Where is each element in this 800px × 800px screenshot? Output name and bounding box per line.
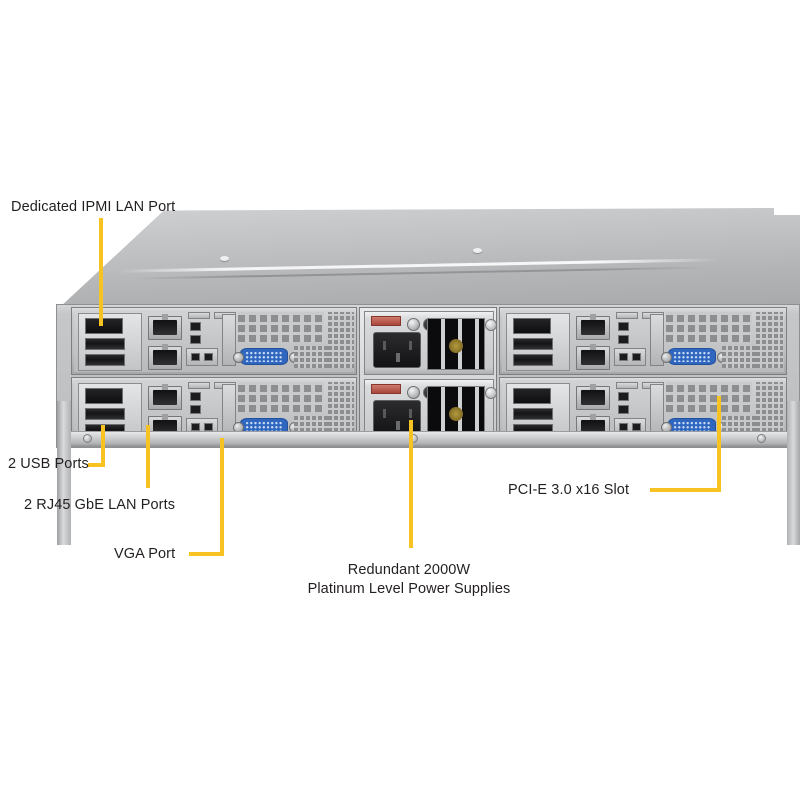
indicator: [204, 423, 213, 431]
exhaust-vent: [666, 382, 752, 412]
psu-handle: [371, 384, 401, 394]
rj45-lan-port-1: [576, 384, 610, 410]
pcie-expansion-slot: [756, 382, 783, 438]
rj45-lan-port-2: [148, 344, 182, 370]
rj45-lan-port-1: [148, 314, 182, 340]
rj45-lan-port-2: [576, 414, 610, 440]
iec-c14-power-inlet-2: [373, 400, 421, 436]
status-button: [190, 335, 201, 344]
bracket: [650, 314, 664, 366]
leader-line-ipmi: [99, 218, 103, 326]
blank-cover: [614, 348, 646, 366]
callout-label-power-supply: Redundant 2000W Platinum Level Power Sup…: [289, 561, 529, 599]
status-button: [190, 392, 201, 401]
lip-screw: [83, 434, 92, 443]
leader-line-rj45: [146, 425, 150, 488]
exhaust-vent: [238, 312, 324, 342]
exhaust-vent: [328, 382, 354, 438]
psu-status-led: [407, 386, 420, 399]
lip-screw: [757, 434, 766, 443]
chassis-right-rail: [787, 401, 800, 545]
status-button: [618, 335, 629, 344]
vga-screw-left: [233, 352, 244, 363]
blank-cover: [186, 348, 218, 366]
node-panel-top-right: [499, 307, 787, 375]
leader-line-pcie-horizontal: [650, 488, 721, 492]
usb-port-1: [513, 338, 553, 350]
psu-fan-grille-1: [427, 318, 485, 370]
rj45-lan-port-1: [148, 384, 182, 410]
psu-screw: [485, 319, 497, 331]
lid-dimple: [472, 248, 482, 253]
panel-slot: [616, 312, 638, 319]
callout-label-ipmi: Dedicated IPMI LAN Port: [11, 199, 176, 215]
leader-line-vga-vertical: [220, 438, 224, 556]
indicator: [619, 423, 628, 431]
chassis-rear-face: [56, 304, 800, 545]
iec-c14-power-inlet-1: [373, 332, 421, 368]
usb-port-2: [513, 354, 553, 366]
indicator: [204, 353, 213, 361]
lid-highlight: [115, 258, 719, 273]
power-supply-module-1: [364, 311, 497, 375]
node-panel-top-left: [71, 307, 357, 375]
panel-slot: [188, 312, 210, 319]
psu-fan-grille-2: [427, 386, 485, 438]
ipmi-lan-port: [85, 388, 123, 404]
vga-screw-left: [661, 352, 672, 363]
indicator: [191, 423, 200, 431]
indicator: [619, 353, 628, 361]
usb-port-2: [85, 354, 125, 366]
panel-slot: [616, 382, 638, 389]
leader-line-pcie-vertical: [717, 396, 721, 492]
status-button: [618, 322, 629, 331]
ipmi-lan-port: [513, 388, 551, 404]
ipmi-lan-port: [513, 318, 551, 334]
power-supply-bay: [359, 307, 497, 445]
vga-port: [668, 348, 716, 365]
callout-label-vga: VGA Port: [114, 546, 176, 562]
psu-status-led: [407, 318, 420, 331]
server-chassis-rear-view: [56, 208, 800, 545]
callout-label-pcie: PCI-E 3.0 x16 Slot: [508, 482, 630, 498]
power-supply-label-line-2: Platinum Level Power Supplies: [307, 581, 511, 598]
exhaust-vent: [238, 382, 324, 412]
psu-screw: [485, 387, 497, 399]
usb-port-1: [513, 408, 553, 420]
rj45-lan-port-2: [576, 344, 610, 370]
vga-port: [240, 348, 288, 365]
usb-port-1: [85, 408, 125, 420]
panel-slot: [188, 382, 210, 389]
rj45-lan-port-1: [576, 314, 610, 340]
exhaust-vent: [328, 312, 354, 368]
lid-dimple: [219, 256, 229, 261]
ipmi-lan-port: [85, 318, 123, 334]
status-button: [618, 392, 629, 401]
pcie-expansion-slot: [756, 312, 783, 368]
indicator: [191, 353, 200, 361]
psu-handle: [371, 316, 401, 326]
status-button: [618, 405, 629, 414]
chassis-bottom-lip: [57, 431, 799, 447]
leader-line-power-supply: [409, 420, 413, 548]
exhaust-vent: [666, 312, 752, 342]
callout-label-rj45: 2 RJ45 GbE LAN Ports: [24, 497, 176, 513]
indicator: [632, 353, 641, 361]
power-supply-label-line-1: Redundant 2000W: [347, 562, 471, 578]
node-panel-bottom-right: [499, 377, 787, 445]
leader-line-usb-horizontal: [88, 463, 105, 467]
chassis-left-rail: [57, 401, 71, 545]
status-button: [190, 322, 201, 331]
callout-label-usb: 2 USB Ports: [8, 456, 89, 472]
status-button: [190, 405, 201, 414]
leader-line-usb-vertical: [101, 425, 105, 467]
chassis-top-lid: [58, 208, 800, 308]
leader-line-vga-horizontal: [189, 552, 224, 556]
usb-port-1: [85, 338, 125, 350]
indicator: [632, 423, 641, 431]
bracket: [222, 314, 236, 366]
